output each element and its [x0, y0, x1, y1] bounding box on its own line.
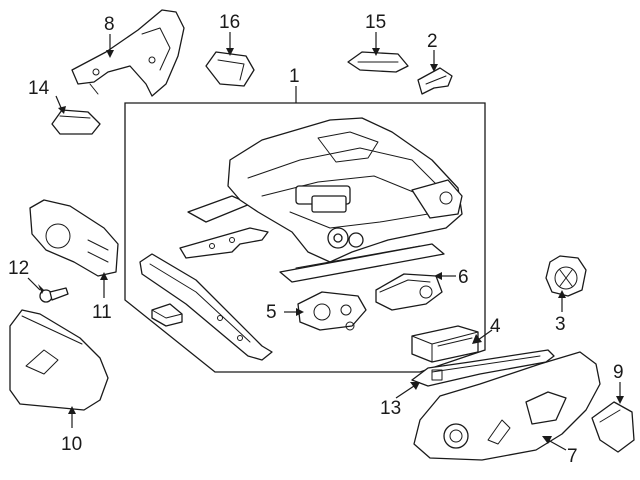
part-10-side-shield[interactable] — [9, 309, 109, 411]
callout-5: 5 — [266, 302, 277, 323]
leader-12 — [27, 277, 41, 291]
callout-15: 15 — [365, 12, 386, 33]
leader-4 — [477, 329, 493, 341]
callout-14: 14 — [28, 78, 50, 99]
leader-lines — [27, 32, 624, 451]
callout-10: 10 — [61, 434, 82, 455]
part-4-control-module[interactable] — [411, 325, 479, 363]
part-2-clip-bracket[interactable] — [417, 67, 453, 95]
part-9-end-cap[interactable] — [591, 401, 635, 453]
part-12-screw[interactable] — [39, 287, 69, 303]
part-7-side-cover[interactable] — [413, 351, 601, 461]
part-14-bracket[interactable] — [51, 109, 101, 135]
small-block — [151, 303, 183, 327]
callout-7: 7 — [567, 446, 578, 467]
callout-16: 16 — [219, 12, 240, 33]
callout-9: 9 — [613, 362, 624, 383]
callout-labels: 1 2 3 4 5 6 7 8 9 10 11 12 13 14 15 16 — [8, 12, 624, 467]
leader-13 — [395, 385, 415, 399]
callout-8: 8 — [104, 14, 115, 35]
callout-6: 6 — [458, 267, 469, 288]
part-11-bracket-cover[interactable] — [29, 199, 119, 277]
leader-7 — [547, 439, 567, 451]
part-6-motor[interactable] — [375, 273, 443, 311]
part-3-adjust-knob[interactable] — [545, 255, 587, 297]
callout-3: 3 — [555, 314, 566, 335]
part-8-recliner-cover[interactable] — [71, 9, 185, 97]
part-16-bracket[interactable] — [205, 51, 255, 87]
lower-rail-bracket — [139, 253, 273, 361]
part-1-seat-frame[interactable] — [187, 117, 463, 283]
side-bracket — [179, 227, 269, 259]
assembly-frame-outline — [124, 102, 486, 373]
callout-11: 11 — [92, 302, 112, 323]
callout-1: 1 — [289, 66, 300, 87]
part-15-bracket[interactable] — [347, 51, 409, 73]
callout-2: 2 — [427, 31, 438, 52]
callout-13: 13 — [380, 398, 401, 419]
part-13-rail-trim[interactable] — [411, 349, 555, 387]
callout-4: 4 — [490, 316, 501, 337]
part-5-motor[interactable] — [297, 291, 367, 331]
callout-12: 12 — [8, 258, 29, 279]
